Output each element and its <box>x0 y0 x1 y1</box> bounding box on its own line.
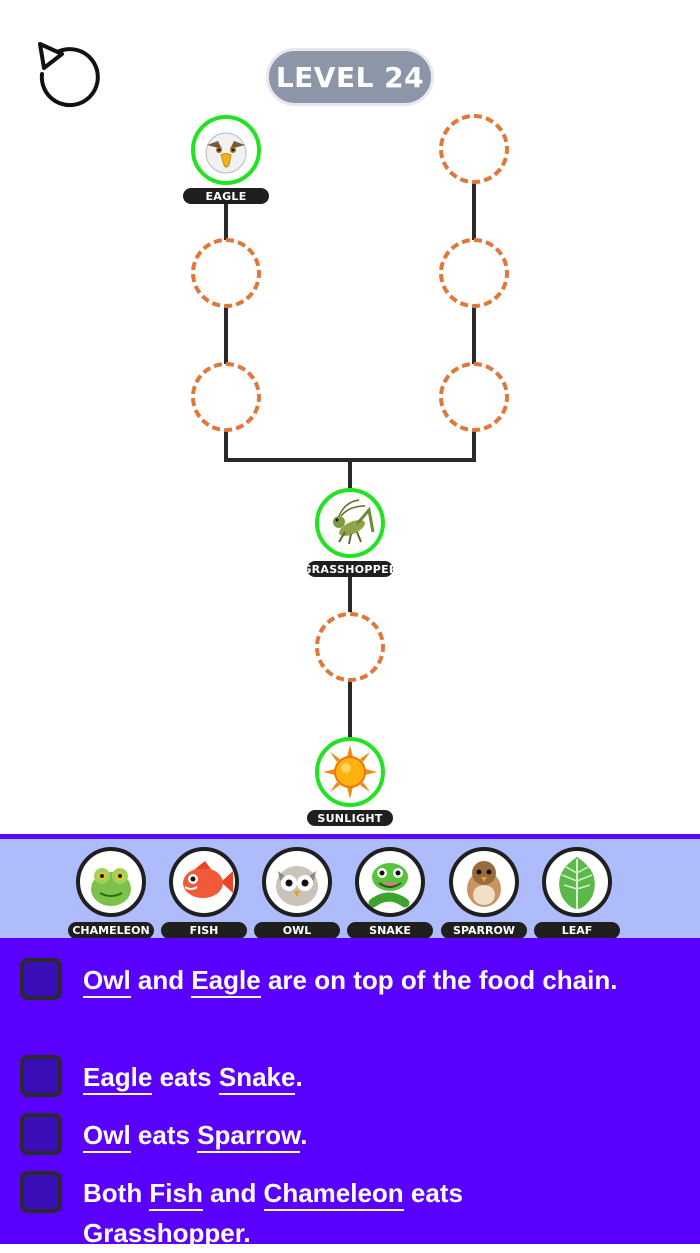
empty-slot[interactable] <box>439 114 509 184</box>
tray-item-owl[interactable]: OWL <box>254 847 340 939</box>
node-eagle[interactable] <box>191 115 261 185</box>
tray-item-sparrow[interactable]: SPARROW <box>441 847 527 939</box>
empty-slot[interactable] <box>439 362 509 432</box>
node-sunlight-label: SUNLIGHT <box>307 810 393 826</box>
empty-slot[interactable] <box>191 238 261 308</box>
node-eagle-label: EAGLE <box>183 188 269 204</box>
clue-animal: Chameleon <box>263 1178 404 1211</box>
clue-animal: Eagle <box>83 1062 153 1095</box>
tray-label: FISH <box>161 922 247 939</box>
node-sunlight[interactable] <box>315 737 385 807</box>
level-indicator: LEVEL 24 <box>266 48 434 106</box>
leaf-icon <box>559 857 595 909</box>
tray-label: CHAMELEON <box>68 922 154 939</box>
tray-item-snake[interactable]: SNAKE <box>347 847 433 939</box>
tray-item-chameleon[interactable]: CHAMELEON <box>68 847 154 939</box>
node-grasshopper-label: GRASSHOPPER <box>302 561 398 577</box>
clue-animal: Eagle <box>191 965 261 998</box>
tray-item-fish[interactable]: FISH <box>161 847 247 939</box>
node-grasshopper[interactable] <box>315 488 385 558</box>
clue-animal: Snake <box>218 1062 296 1095</box>
tray-label: SPARROW <box>441 922 527 939</box>
sun-icon <box>323 745 377 799</box>
food-web-connectors <box>224 182 476 738</box>
empty-slot[interactable] <box>191 362 261 432</box>
clue-checkbox[interactable] <box>20 1055 62 1097</box>
tray-label: LEAF <box>534 922 620 939</box>
empty-slot[interactable] <box>439 238 509 308</box>
clue-animal: Owl <box>83 965 131 998</box>
clue-animal: Sparrow <box>197 1120 301 1153</box>
restart-icon[interactable] <box>32 40 104 112</box>
fish-icon <box>183 861 233 898</box>
clue-checkbox[interactable] <box>20 1113 62 1155</box>
empty-slot[interactable] <box>315 612 385 682</box>
owl-icon <box>276 866 318 906</box>
clue-animal: Grasshopper <box>83 1218 244 1251</box>
clue-animal: Fish <box>149 1178 203 1211</box>
clue-animal: Owl <box>83 1120 131 1153</box>
clue-checkbox[interactable] <box>20 1171 62 1213</box>
grasshopper-icon <box>333 499 375 545</box>
clue-checkbox[interactable] <box>20 958 62 1000</box>
sparrow-icon <box>467 861 501 907</box>
chameleon-icon <box>91 868 131 906</box>
eagle-icon <box>205 132 247 174</box>
tray-item-leaf[interactable]: LEAF <box>534 847 620 939</box>
animal-tray: CHAMELEON FISH <box>0 834 700 939</box>
snake-icon <box>368 863 410 908</box>
clue-list: Owl and Eagle are on top of the food cha… <box>0 938 700 1251</box>
tray-label: OWL <box>254 922 340 939</box>
game-board: LEVEL 24 EAGLE GRASSHOPPER <box>32 40 509 826</box>
tray-label: SNAKE <box>347 922 433 939</box>
